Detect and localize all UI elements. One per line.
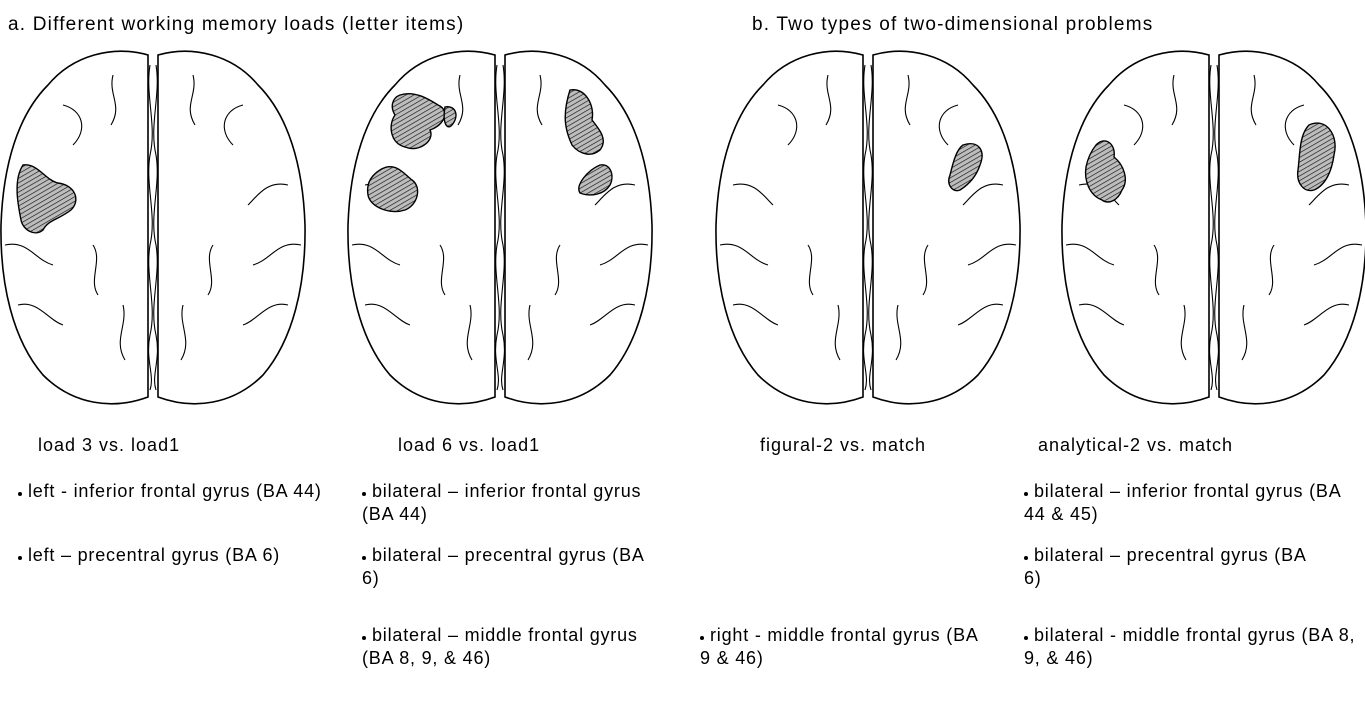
brain-figural <box>716 51 1020 403</box>
panel-3-bullet: right - middle frontal gyrus (BA 9 & 46) <box>700 624 990 670</box>
panel-2-bullet: bilateral – middle frontal gyrus (BA 8, … <box>362 624 662 670</box>
panel-4-bullet: bilateral – inferior frontal gyrus (BA 4… <box>1024 480 1364 526</box>
panel-1-bullet: left - inferior frontal gyrus (BA 44) <box>18 480 338 503</box>
brain-illustrations <box>0 0 1365 425</box>
panel-2-caption: load 6 vs. load1 <box>398 435 540 456</box>
brain-load3 <box>1 51 305 403</box>
panel-4-bullet: bilateral – precentral gyrus (BA 6) <box>1024 544 1324 590</box>
panel-4-caption: analytical-2 vs. match <box>1038 435 1233 456</box>
panel-3-caption: figural-2 vs. match <box>760 435 926 456</box>
panel-4-bullet: bilateral - middle frontal gyrus (BA 8, … <box>1024 624 1364 670</box>
brain-analytical <box>1062 51 1365 403</box>
panel-2-bullet: bilateral – inferior frontal gyrus (BA 4… <box>362 480 662 526</box>
panel-1-bullet: left – precentral gyrus (BA 6) <box>18 544 318 567</box>
brain-load6 <box>348 51 652 403</box>
panel-2-bullet: bilateral – precentral gyrus (BA 6) <box>362 544 662 590</box>
panel-1-caption: load 3 vs. load1 <box>38 435 180 456</box>
